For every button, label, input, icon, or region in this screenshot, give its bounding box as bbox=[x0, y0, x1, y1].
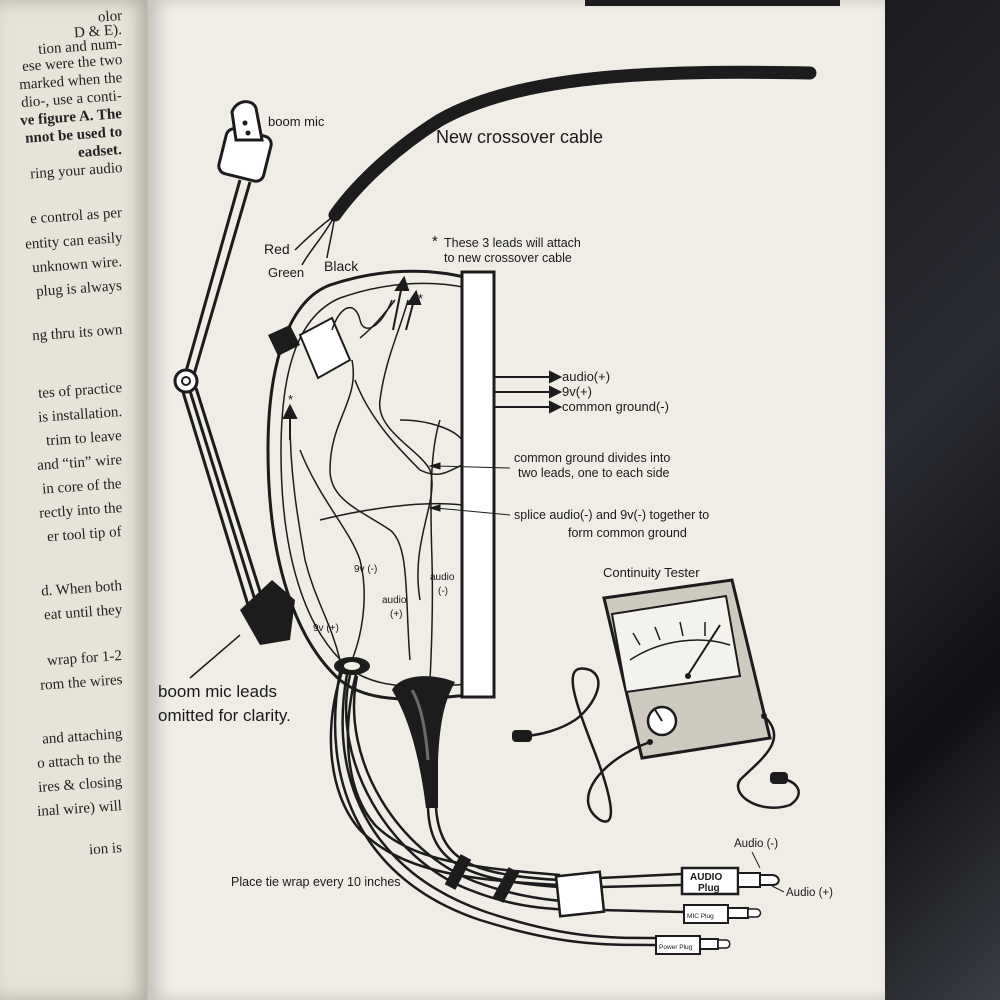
label-new-crossover-cable: New crossover cable bbox=[436, 127, 603, 147]
boom-mount-icon bbox=[240, 580, 295, 645]
label-audio-pos-2: (+) bbox=[390, 609, 403, 620]
label-audio-neg-1: audio bbox=[430, 572, 455, 583]
label-red: Red bbox=[264, 241, 290, 257]
label-tie-wrap: Place tie wrap every 10 inches bbox=[231, 875, 401, 889]
label-power-plug: Power Plug bbox=[659, 944, 693, 951]
label-leads-note-1: These 3 leads will attach bbox=[444, 236, 581, 250]
tie-wrap-icon bbox=[444, 854, 472, 890]
earcup-outline bbox=[266, 269, 469, 701]
label-leads-note-2: to new crossover cable bbox=[444, 251, 572, 265]
tie-wrap-icon bbox=[492, 867, 520, 903]
tester-probe-leads bbox=[524, 667, 800, 823]
label-ground-note-1: common ground divides into bbox=[514, 451, 670, 465]
label-splice-note-1: splice audio(-) and 9v(-) together to bbox=[514, 508, 709, 522]
label-9v-pos: 9v (+) bbox=[313, 623, 339, 634]
label-9v-neg: 9v (-) bbox=[354, 564, 377, 575]
label-splice-note-2: form common ground bbox=[568, 526, 687, 540]
label-boom-mic: boom mic bbox=[268, 114, 325, 129]
cable-wire-black bbox=[326, 214, 336, 259]
label-boom-leads-2: omitted for clarity. bbox=[158, 706, 291, 725]
label-ground-note-2: two leads, one to each side bbox=[518, 466, 670, 480]
section-header-bar bbox=[585, 0, 840, 6]
label-green: Green bbox=[268, 265, 304, 280]
power-plug-icon bbox=[655, 935, 731, 955]
label-out-audio-pos: audio(+) bbox=[562, 369, 610, 384]
label-continuity-tester: Continuity Tester bbox=[603, 565, 700, 580]
strain-relief-icon bbox=[392, 676, 455, 808]
connector-block-icon bbox=[268, 316, 352, 380]
probe-left-icon bbox=[512, 730, 532, 742]
terminal-board bbox=[460, 270, 496, 699]
boom-mic-icon bbox=[217, 100, 273, 183]
cable-wire-red bbox=[294, 214, 336, 251]
label-out-common-ground: common ground(-) bbox=[562, 399, 669, 414]
probe-right-icon bbox=[770, 772, 788, 784]
label-audio-plug-1: AUDIO bbox=[690, 872, 722, 883]
mic-plug-icon bbox=[683, 904, 762, 924]
label-black: Black bbox=[324, 258, 359, 274]
asterisk-lead-2: * bbox=[418, 291, 423, 306]
label-audio-pos-1: audio bbox=[382, 595, 407, 606]
continuity-tester-icon bbox=[602, 578, 772, 760]
splitter-block-icon bbox=[554, 870, 606, 918]
label-boom-leads-1: boom mic leads bbox=[158, 682, 277, 701]
audio-plug-icon bbox=[680, 866, 780, 896]
cable-wire-green bbox=[301, 214, 336, 266]
label-audio-plug-2: Plug bbox=[698, 883, 720, 894]
label-mic-plug: MIC Plug bbox=[687, 913, 714, 920]
asterisk-lead-1: * bbox=[400, 282, 405, 297]
lead-arrows bbox=[282, 275, 422, 440]
asterisk-lead-3: * bbox=[288, 392, 293, 407]
label-audio-neg-2: (-) bbox=[438, 586, 448, 597]
label-plug-audio-neg: Audio (-) bbox=[734, 838, 778, 850]
right-page bbox=[150, 0, 885, 1000]
crossover-cable bbox=[328, 65, 817, 222]
label-plug-audio-pos: Audio (+) bbox=[786, 887, 833, 899]
asterisk-note: * bbox=[432, 233, 438, 250]
background-fabric bbox=[885, 0, 1000, 1000]
label-out-9v-pos: 9v(+) bbox=[562, 384, 592, 399]
